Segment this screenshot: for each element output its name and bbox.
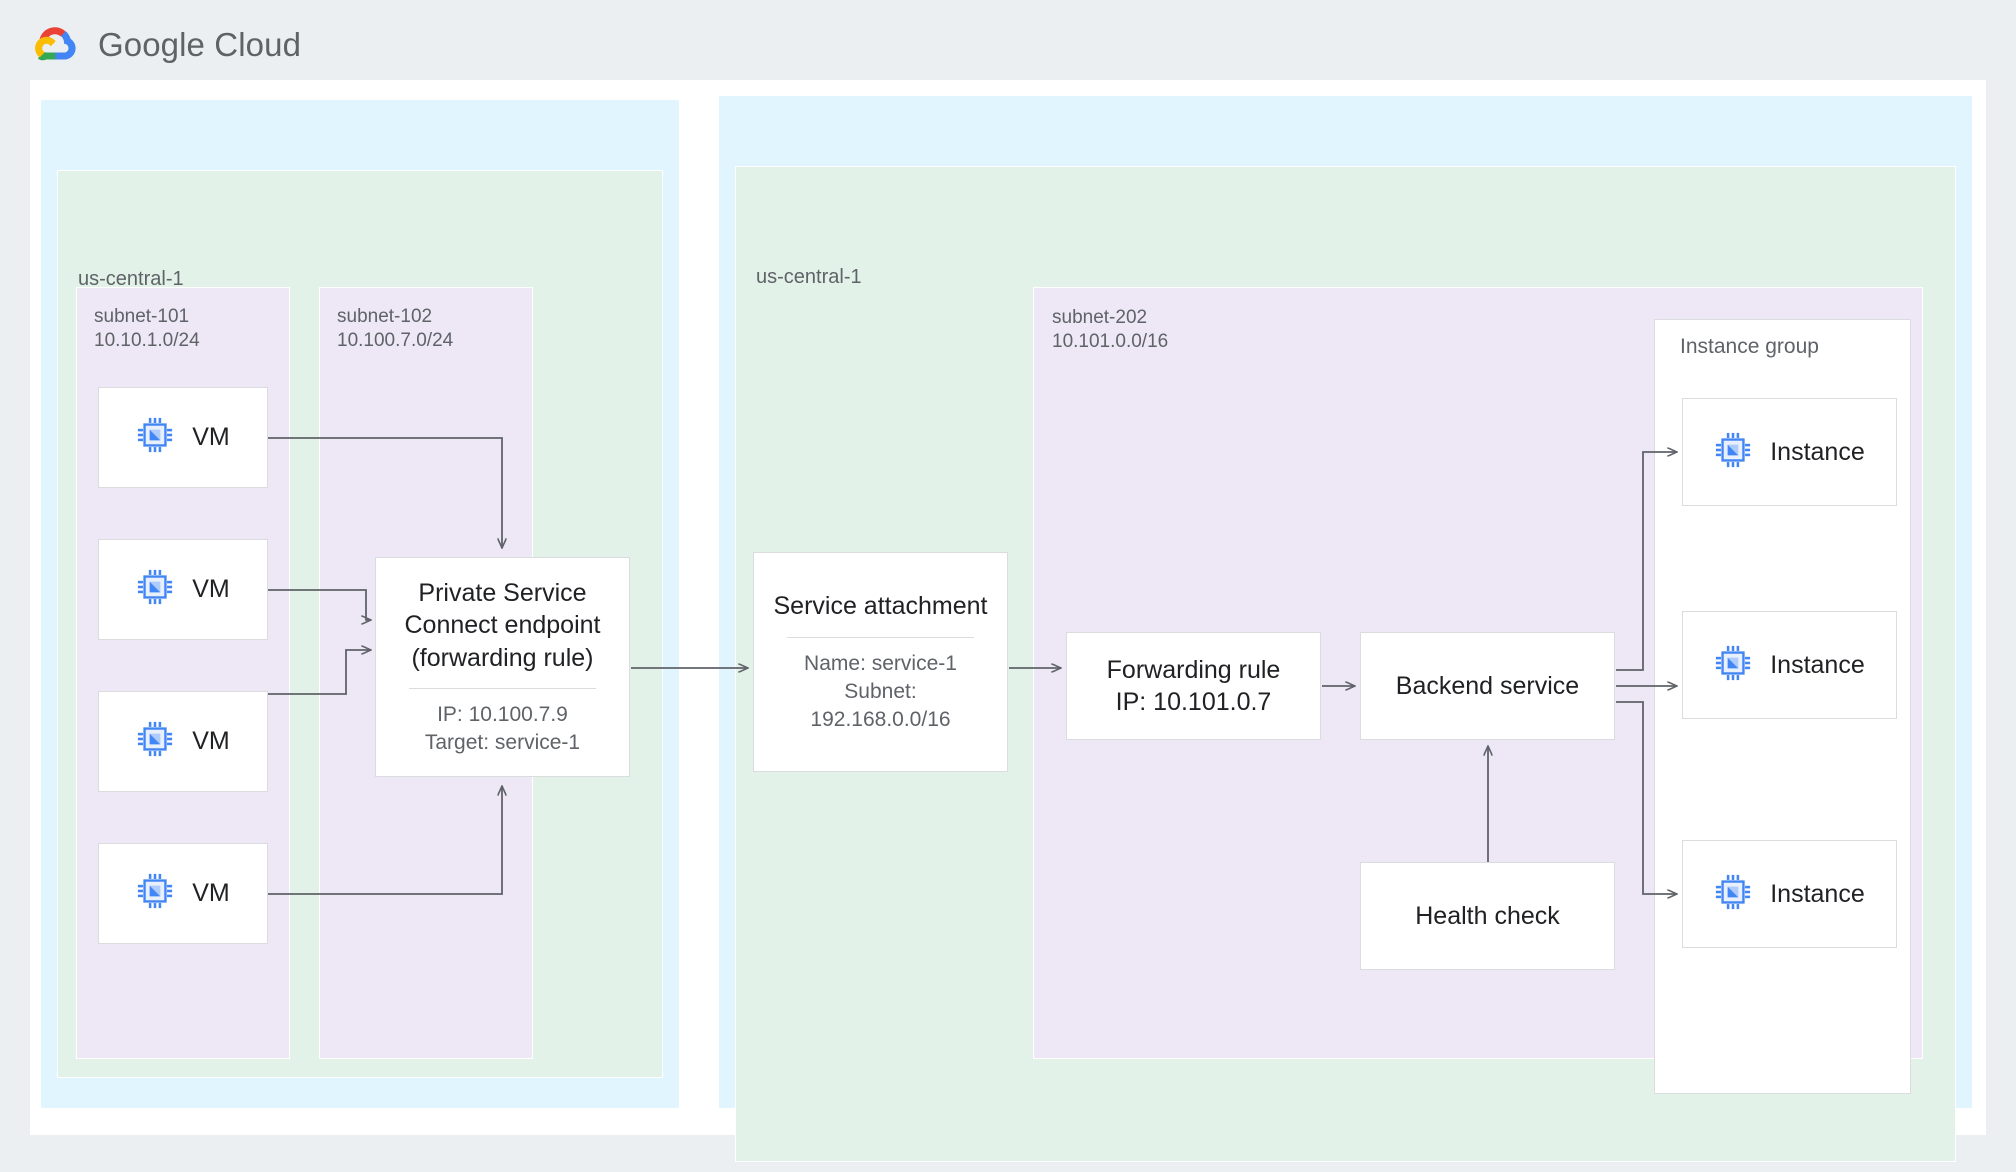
instance-node-3[interactable]: Instance <box>1682 840 1897 948</box>
google-cloud-logo <box>30 22 82 68</box>
subnet-101-label: subnet-101 10.10.1.0/24 <box>94 306 200 352</box>
brand-wordmark-google: Google <box>98 26 206 63</box>
psc-endpoint-card[interactable]: Private Service Connect endpoint (forwar… <box>375 557 630 777</box>
instance-node-1[interactable]: Instance <box>1682 398 1897 506</box>
vm-node-1[interactable]: VM <box>98 387 268 488</box>
vm-node-4-label: VM <box>192 879 230 907</box>
backend-service-label: Backend service <box>1395 671 1580 700</box>
psc-endpoint-title: Private Service Connect endpoint (forwar… <box>404 578 601 672</box>
vm-chip-icon <box>136 416 174 459</box>
health-check-label: Health check <box>1415 901 1560 930</box>
vm-chip-icon <box>1714 873 1752 916</box>
instance-node-2[interactable]: Instance <box>1682 611 1897 719</box>
vm-node-2-label: VM <box>192 575 230 603</box>
subnet-102-label: subnet-102 10.100.7.0/24 <box>337 306 454 352</box>
psc-endpoint-meta: IP: 10.100.7.9 Target: service-1 <box>424 703 581 755</box>
vm-node-2[interactable]: VM <box>98 539 268 640</box>
vm-chip-icon <box>136 720 174 763</box>
producer-region-label: us-central-1 <box>756 266 862 288</box>
instance-node-3-label: Instance <box>1770 879 1865 908</box>
service-attachment-card[interactable]: Service attachment Name: service-1 Subne… <box>753 552 1008 772</box>
brand-wordmark: Google Cloud <box>98 26 301 64</box>
brand-header: Google Cloud <box>30 22 301 68</box>
health-check-card[interactable]: Health check <box>1360 862 1615 970</box>
instance-group-title: Instance group <box>1680 335 1819 358</box>
instance-node-2-label: Instance <box>1770 650 1865 679</box>
backend-service-card[interactable]: Backend service <box>1360 632 1615 740</box>
consumer-region-label: us-central-1 <box>78 268 184 290</box>
vm-node-3-label: VM <box>192 727 230 755</box>
service-attachment-meta: Name: service-1 Subnet: 192.168.0.0/16 <box>804 651 957 731</box>
psc-endpoint-divider <box>408 688 597 690</box>
brand-wordmark-cloud: Cloud <box>214 26 302 63</box>
forwarding-rule-card[interactable]: Forwarding rule IP: 10.101.0.7 <box>1066 632 1321 740</box>
vm-chip-icon <box>1714 431 1752 474</box>
vm-chip-icon <box>136 872 174 915</box>
forwarding-rule-label: Forwarding rule IP: 10.101.0.7 <box>1106 655 1281 717</box>
instance-node-1-label: Instance <box>1770 437 1865 466</box>
vm-node-3[interactable]: VM <box>98 691 268 792</box>
service-attachment-divider <box>786 636 975 638</box>
service-attachment-title: Service attachment <box>773 592 988 621</box>
diagram-canvas: Consumer VPC us-central-1 subnet-101 10.… <box>30 80 1986 1162</box>
vm-node-1-label: VM <box>192 423 230 451</box>
vm-chip-icon <box>136 568 174 611</box>
vm-node-4[interactable]: VM <box>98 843 268 944</box>
vm-chip-icon <box>1714 644 1752 687</box>
subnet-202-label: subnet-202 10.101.0.0/16 <box>1052 307 1169 353</box>
